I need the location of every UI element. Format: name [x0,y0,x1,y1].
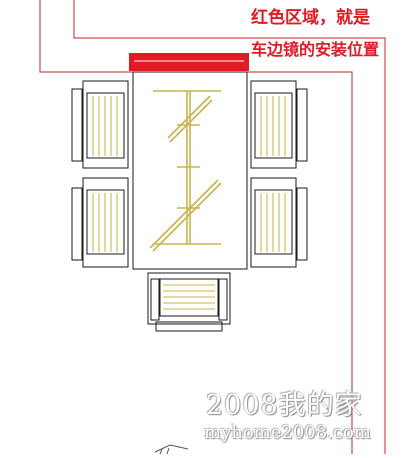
chair-bottom-left [71,177,129,268]
watermark-url: myhome2008.com [204,422,371,443]
annotation-line-1: 红色区域，就是 [251,8,370,28]
dining-table [132,71,248,270]
annotation-line-2: 车边镜的安装位置 [251,40,380,59]
watermark-title: 2008我的家 [206,390,363,421]
mirror-install-area [129,53,249,71]
chair-bottom [147,272,231,332]
chair-bottom-right [250,177,308,268]
chair-top-right [250,80,308,169]
coat-rack [149,90,222,252]
partial-object [154,444,189,455]
chair-top-left [71,80,129,169]
